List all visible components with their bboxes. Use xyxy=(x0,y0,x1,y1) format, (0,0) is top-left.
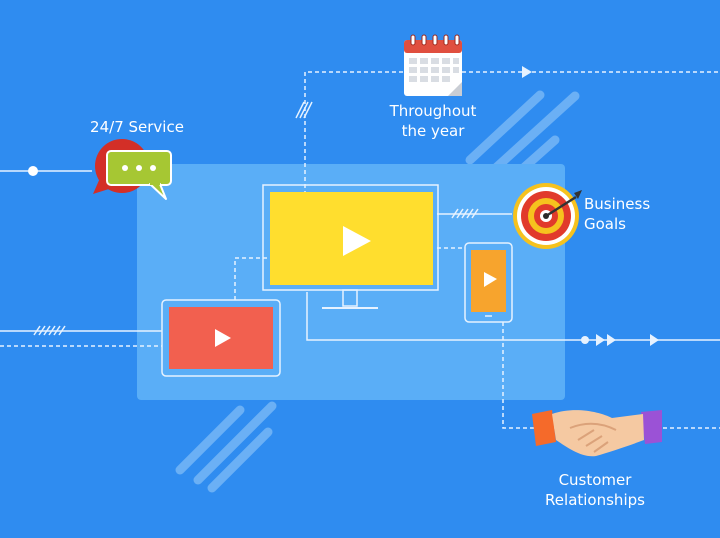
tablet xyxy=(161,299,281,377)
hatch-marks xyxy=(33,101,479,336)
label-customer-line2: Relationships xyxy=(545,491,645,509)
phone xyxy=(464,242,513,323)
chat-bubbles-icon xyxy=(93,139,172,200)
play-icon xyxy=(215,329,231,347)
label-service: 24/7 Service xyxy=(82,117,192,137)
calendar-icon xyxy=(404,34,462,96)
play-icon xyxy=(484,272,497,287)
arrow-heads xyxy=(522,66,659,346)
label-business-goals: Business Goals xyxy=(584,194,654,234)
monitor xyxy=(262,184,439,309)
play-icon xyxy=(343,226,371,256)
decor-stripes-bottom xyxy=(175,401,277,493)
connector-dot xyxy=(28,166,38,176)
label-service-text: 24/7 Service xyxy=(90,118,184,136)
label-year-line2: the year xyxy=(401,122,465,140)
label-customer-relationships: Customer Relationships xyxy=(535,470,655,510)
target-icon xyxy=(513,183,582,249)
label-goals-line2: Goals xyxy=(584,215,626,233)
handshake-icon xyxy=(532,410,662,457)
label-throughout-the-year: Throughout the year xyxy=(378,101,488,141)
label-year-line1: Throughout xyxy=(389,102,477,120)
label-goals-line1: Business xyxy=(584,195,651,213)
label-customer-line1: Customer xyxy=(558,471,632,489)
